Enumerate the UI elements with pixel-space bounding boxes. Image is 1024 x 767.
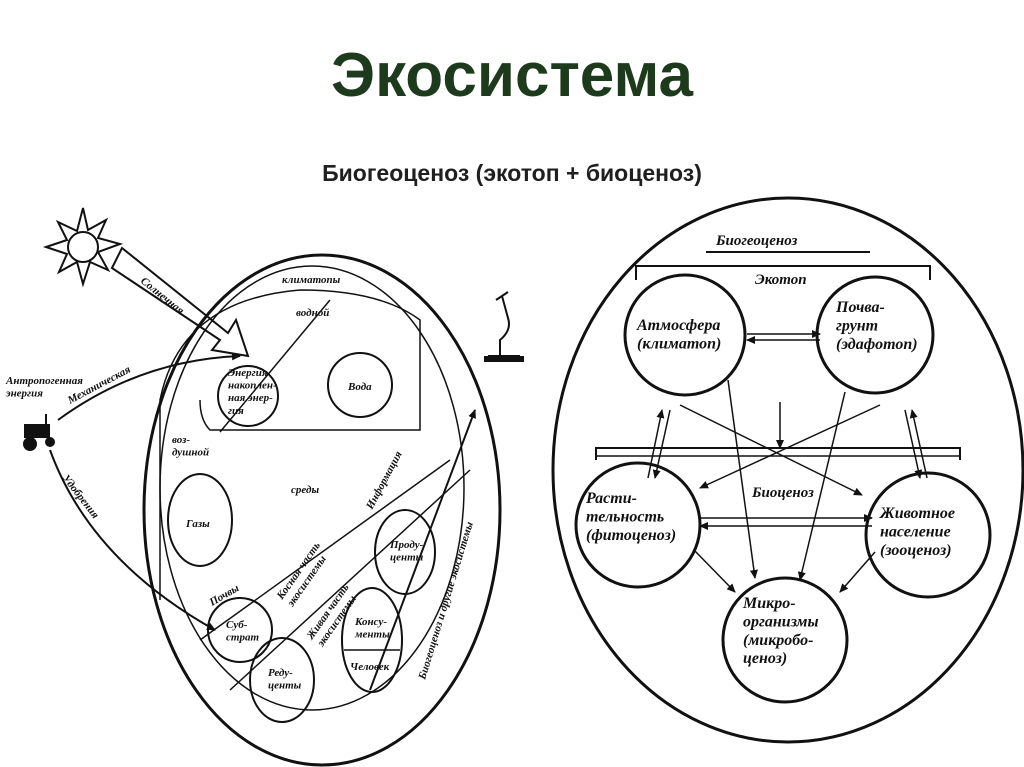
solar-arrow [110,246,250,358]
soil-circle [815,275,935,395]
plants-label: Расти-тельность(фитоценоз) [585,490,676,544]
reducers-circle [249,637,315,723]
mechanical-arrow [57,352,241,421]
climatopes-label: климатопы [282,274,341,286]
microbes-circle [721,576,849,704]
reducers-label: Реду-центы [268,667,302,692]
water-env-label: водной [296,307,329,319]
sun-icon [42,207,124,288]
gases-label: Газы [185,518,210,530]
air-env-label: воз-душной [172,434,209,459]
water-circle [327,352,393,418]
atmosphere-label: Атмосфера(климатоп) [636,317,721,352]
interaction-arrows [647,330,928,593]
substrate-label: Суб-страт [226,619,259,644]
substrate-circle [207,597,273,663]
water-label: Вода [347,381,372,393]
atmosphere-circle [623,273,747,397]
fertilizer-label: Удобрения [60,472,102,521]
slide-subtitle: Биогеоценоз (экотоп + биоценоз) [322,160,702,186]
human-label: Человек [350,661,390,673]
consumers-label: Консу-менты [354,616,390,641]
ecotope-label: Экотоп [755,272,807,288]
slide-title: Экосистема [330,41,693,110]
microbes-label: Микро-организмы(микробо-ценоз) [742,595,819,667]
information-label: Информация [364,449,405,512]
energy-circle [217,365,279,427]
gases-circle [167,473,233,567]
consumers-circle [341,587,403,693]
biogeocenosis-ellipse [551,196,1024,744]
soil-label: Почва-грунт(эдафотоп) [835,299,918,353]
outer-boundary [142,253,502,767]
producers-label: Проду-центы [389,539,424,564]
soils-label: Почвы [207,582,242,609]
producers-circle [374,509,436,595]
living-part-label: Живая частьэкосистемы [304,582,362,650]
tractor-icon [23,414,55,451]
animals-circle [864,471,992,599]
environments-label: среды [291,484,319,496]
right-biogeocenosis-diagram: Биогеоценоз Экотоп Биоценоз [551,196,1024,744]
microscope-icon [484,291,524,362]
plants-circle [574,461,702,589]
environment-sector [159,289,421,600]
biocenosis-label: Биоценоз [751,485,814,501]
biogeocenosis-label: Биогеоценоз [715,233,797,249]
